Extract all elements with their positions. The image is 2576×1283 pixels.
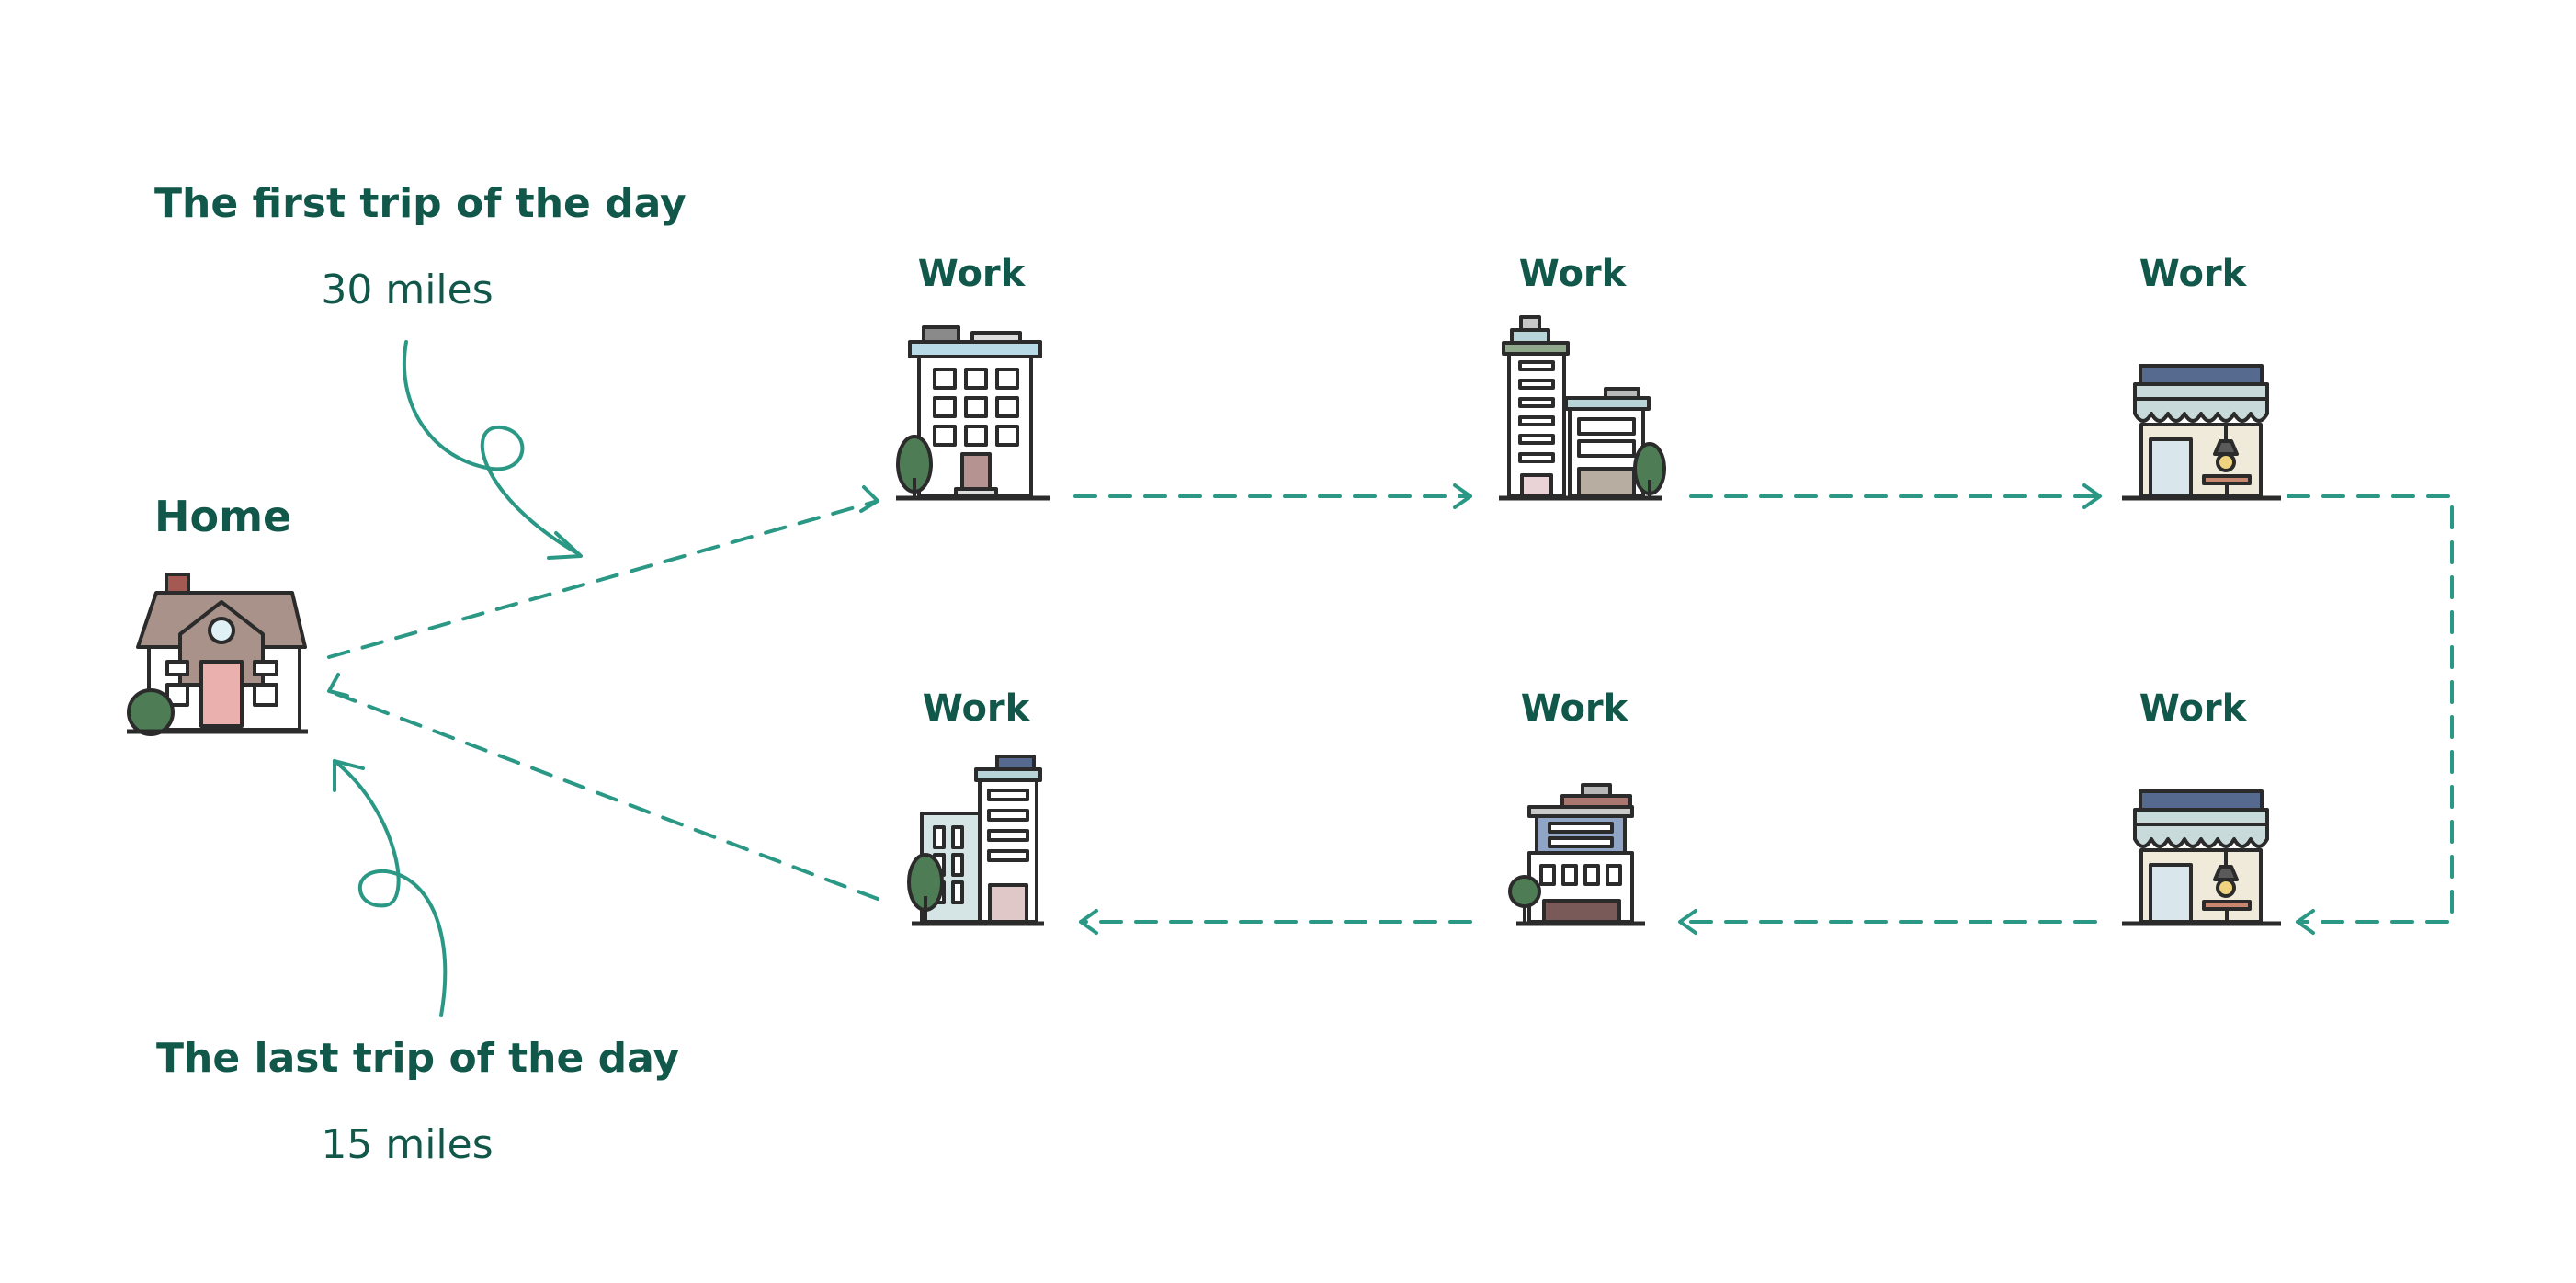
arrowhead [1678, 909, 1697, 935]
first-trip-title: The first trip of the day [154, 180, 687, 227]
first-trip-arrowhead [547, 531, 583, 560]
work-label: Work [1520, 687, 1628, 730]
first-trip-curly-arrow [402, 340, 581, 556]
last-trip-curly-arrow [333, 759, 448, 1017]
home-label: Home [154, 492, 292, 541]
last-trip-arrowhead [333, 759, 365, 792]
arrowhead [1453, 483, 1472, 509]
work-label: Work [2139, 253, 2247, 295]
work-label: Work [922, 687, 1030, 730]
arrowhead [2082, 483, 2102, 509]
work-label: Work [1518, 253, 1627, 295]
first-trip-distance: 30 miles [321, 267, 494, 313]
last-trip-distance: 15 miles [321, 1121, 494, 1168]
arrowhead [859, 485, 879, 513]
arrowhead [1079, 909, 1098, 935]
route-home-to-work-1 [327, 499, 879, 659]
route-work-3-to-work-4 [2287, 494, 2454, 924]
route-work-6-to-home [327, 689, 879, 901]
arrowhead [2296, 909, 2315, 935]
arrowhead [327, 673, 349, 698]
last-trip-title: The last trip of the day [156, 1035, 680, 1082]
work-label: Work [917, 253, 1026, 295]
work-label: Work [2139, 687, 2247, 730]
